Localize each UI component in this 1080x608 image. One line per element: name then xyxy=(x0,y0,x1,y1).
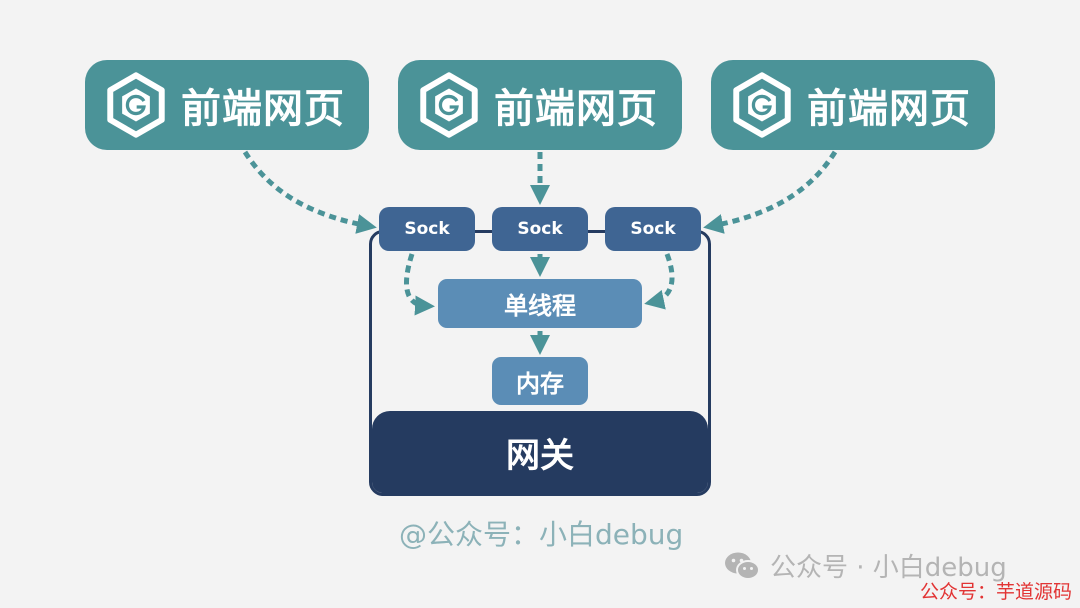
client-box-3: 前端网页 xyxy=(711,60,995,150)
single-thread-box: 单线程 xyxy=(438,279,642,328)
client-label: 前端网页 xyxy=(494,86,658,132)
wechat-icon xyxy=(725,552,760,580)
author-credit: @公众号：小白debug xyxy=(399,518,684,551)
client-label: 前端网页 xyxy=(807,86,971,132)
sock-box-2: Sock xyxy=(492,207,588,251)
channel-watermark-text: 公众号 · 小白debug xyxy=(770,553,1007,583)
arrow-sock3-to-thread xyxy=(644,253,675,310)
arrow-sock1-to-thread xyxy=(404,253,435,316)
channel-watermark: 公众号 · 小白debug xyxy=(724,547,1007,584)
client-box-2: 前端网页 xyxy=(398,60,682,150)
cube-g-logo-icon xyxy=(733,72,791,138)
cube-g-logo-icon xyxy=(420,72,478,138)
memory-box: 内存 xyxy=(492,357,588,405)
client-label: 前端网页 xyxy=(181,86,345,132)
gateway-label: 网关 xyxy=(372,411,708,493)
arrow-client3-to-sock3 xyxy=(703,150,838,234)
sock-box-3: Sock xyxy=(605,207,701,251)
source-watermark: 公众号：芋道源码 xyxy=(919,581,1072,603)
arrow-client1-to-sock1 xyxy=(242,150,377,234)
cube-g-logo-icon xyxy=(107,72,165,138)
sock-box-1: Sock xyxy=(379,207,475,251)
client-box-1: 前端网页 xyxy=(85,60,369,150)
